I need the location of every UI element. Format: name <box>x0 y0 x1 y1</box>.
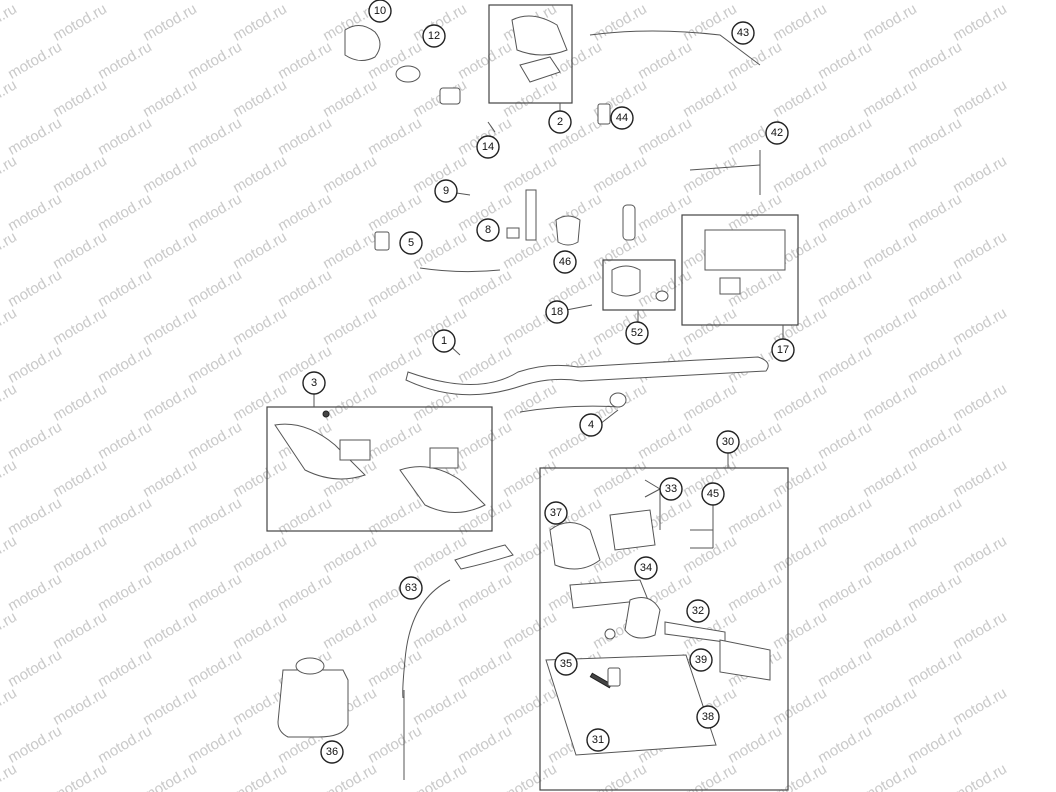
callout-52: 52 <box>625 321 649 345</box>
callout-3: 3 <box>302 371 326 395</box>
callout-63: 63 <box>399 576 423 600</box>
callout-34: 34 <box>634 556 658 580</box>
callout-9: 9 <box>434 179 458 203</box>
svg-text:33: 33 <box>665 483 677 495</box>
svg-text:31: 31 <box>592 734 604 746</box>
part-drawings <box>274 15 786 780</box>
svg-text:45: 45 <box>707 488 719 500</box>
callout-46: 46 <box>553 250 577 274</box>
svg-text:44: 44 <box>616 112 628 124</box>
svg-text:12: 12 <box>428 30 440 42</box>
callout-2: 2 <box>548 110 572 134</box>
box-part-2 <box>488 4 573 104</box>
svg-text:4: 4 <box>588 419 594 431</box>
svg-text:63: 63 <box>405 582 417 594</box>
callout-12: 12 <box>422 24 446 48</box>
svg-text:3: 3 <box>311 377 317 389</box>
callouts: 10 12 2 43 44 42 14 9 8 5 46 18 52 17 1 … <box>302 0 795 764</box>
svg-text:8: 8 <box>485 224 491 236</box>
svg-text:9: 9 <box>443 185 449 197</box>
callout-44: 44 <box>610 106 634 130</box>
callout-39: 39 <box>689 648 713 672</box>
svg-text:52: 52 <box>631 327 643 339</box>
svg-text:43: 43 <box>737 27 749 39</box>
svg-text:46: 46 <box>559 256 571 268</box>
svg-text:35: 35 <box>560 658 572 670</box>
svg-text:5: 5 <box>408 237 414 249</box>
callout-33: 33 <box>659 477 683 501</box>
svg-text:30: 30 <box>722 436 734 448</box>
svg-text:34: 34 <box>640 562 652 574</box>
callout-45: 45 <box>701 482 725 506</box>
callout-18: 18 <box>545 300 569 324</box>
callout-30: 30 <box>716 430 740 454</box>
leader-lines <box>313 103 784 740</box>
svg-text:36: 36 <box>326 746 338 758</box>
box-part-17 <box>681 214 799 326</box>
callout-1: 1 <box>432 329 456 353</box>
callout-36: 36 <box>320 740 344 764</box>
svg-text:37: 37 <box>550 507 562 519</box>
part-10-shape <box>344 25 381 61</box>
svg-text:32: 32 <box>692 605 704 617</box>
callout-17: 17 <box>771 338 795 362</box>
svg-text:2: 2 <box>557 116 563 128</box>
callout-4: 4 <box>579 413 603 437</box>
svg-text:10: 10 <box>374 5 386 17</box>
svg-text:18: 18 <box>551 306 563 318</box>
callout-35: 35 <box>554 652 578 676</box>
callout-32: 32 <box>686 599 710 623</box>
callout-43: 43 <box>731 21 755 45</box>
svg-text:42: 42 <box>771 127 783 139</box>
callout-10: 10 <box>368 0 392 23</box>
callout-38: 38 <box>696 705 720 729</box>
callout-8: 8 <box>476 218 500 242</box>
callout-42: 42 <box>765 121 789 145</box>
box-part-3 <box>266 406 493 532</box>
svg-text:14: 14 <box>482 141 494 153</box>
box-part-52 <box>602 259 676 311</box>
box-part-30 <box>539 467 789 791</box>
callout-14: 14 <box>476 135 500 159</box>
svg-text:17: 17 <box>777 344 789 356</box>
svg-text:38: 38 <box>702 711 714 723</box>
callout-5: 5 <box>399 231 423 255</box>
svg-text:1: 1 <box>441 335 447 347</box>
callout-31: 31 <box>586 728 610 752</box>
svg-text:39: 39 <box>695 654 707 666</box>
callout-37: 37 <box>544 501 568 525</box>
